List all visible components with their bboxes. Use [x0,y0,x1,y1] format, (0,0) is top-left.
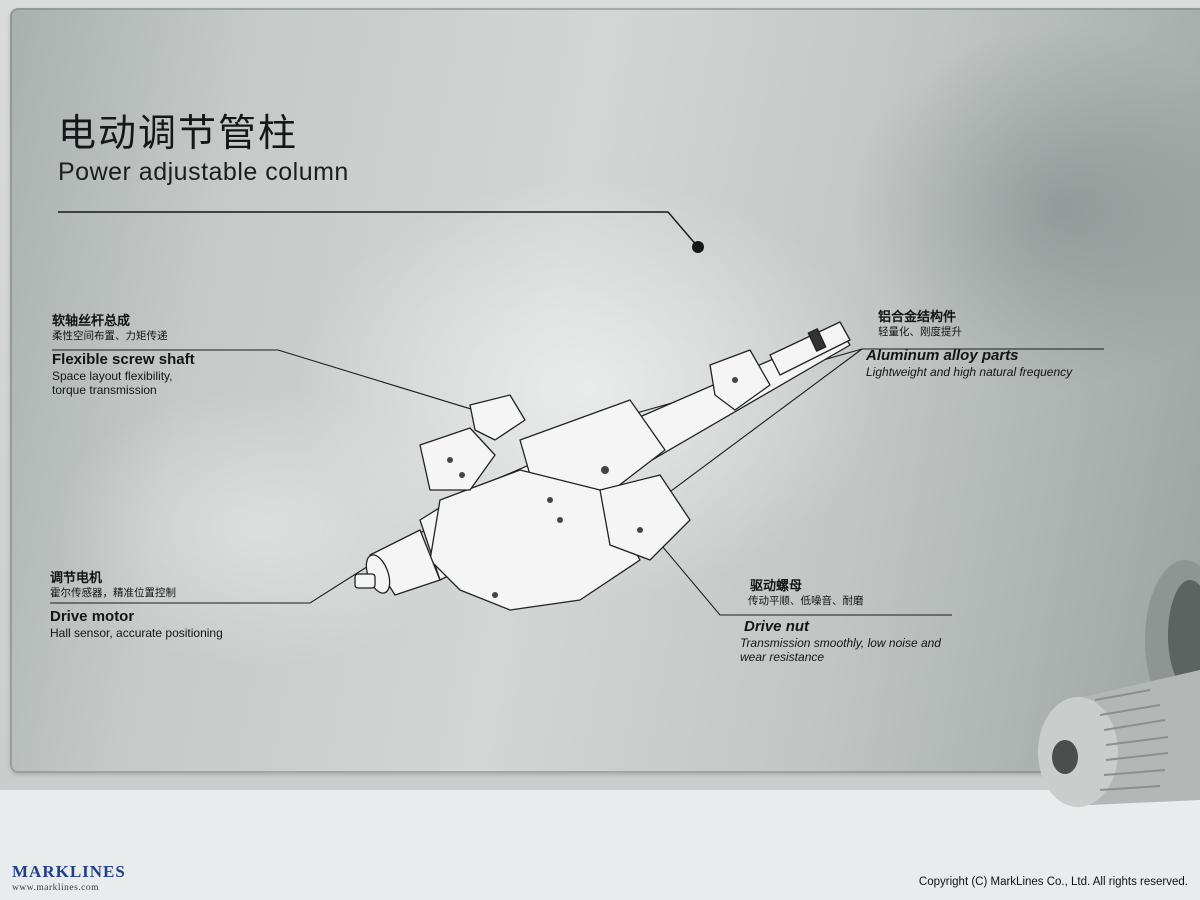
display-placard [10,8,1200,773]
drive-motor-cn-title: 调节电机 [50,570,103,585]
logo-wordmark: MARKLINES [12,862,126,881]
drive-nut-cn-title: 驱动螺母 [750,578,803,593]
logo-url: www.marklines.com [12,883,100,893]
callout-flexible-screw-shaft: 软轴丝杆总成 柔性空间布置、力矩传递 Flexible screw shaft … [52,313,195,397]
aluminum-alloy-parts-cn-title: 铝合金结构件 [878,309,957,324]
drive-motor-en-desc: Hall sensor, accurate positioning [50,626,223,640]
drive-nut-en-desc-line1: Transmission smoothly, low noise and [740,636,941,650]
flexible-screw-shaft-cn-desc: 柔性空间布置、力矩传递 [52,330,168,342]
flexible-screw-shaft-en-desc-line2: torque transmission [52,383,157,397]
title-chinese: 电动调节管柱 [58,113,299,155]
aluminum-alloy-parts-en-title: Aluminum alloy parts [866,347,1019,364]
drive-motor-cn-desc: 霍尔传感器，精准位置控制 [50,587,176,599]
drive-nut-en-desc-line2: wear resistance [740,650,825,664]
steering-column-drawing [354,321,851,611]
callout-drive-motor: 调节电机 霍尔传感器，精准位置控制 Drive motor Hall senso… [50,570,223,640]
callout-drive-nut: 驱动螺母 传动平顺、低噪音、耐磨 Drive nut Transmission … [740,578,941,664]
flexible-screw-shaft-en-desc-line1: Space layout flexibility, [52,369,173,383]
title-divider [58,211,704,253]
aluminum-alloy-parts-cn-desc: 轻量化、刚度提升 [878,326,962,338]
marklines-logo: MARKLINES www.marklines.com [12,862,152,893]
aluminum-alloy-parts-en-desc: Lightweight and high natural frequency [866,365,1073,379]
drive-motor-en-title: Drive motor [50,608,135,625]
drive-nut-en-title: Drive nut [744,618,810,635]
title-english: Power adjustable column [58,158,349,186]
flexible-screw-shaft-en-title: Flexible screw shaft [52,351,195,368]
callout-aluminum-alloy-parts: 铝合金结构件 轻量化、刚度提升 Aluminum alloy parts Lig… [866,309,1072,379]
drive-nut-cn-desc: 传动平顺、低噪音、耐磨 [748,595,864,607]
copyright-notice: Copyright (C) MarkLines Co., Ltd. All ri… [918,876,1188,888]
knurled-shaft-part [1038,560,1200,807]
flexible-screw-shaft-cn-title: 软轴丝杆总成 [52,313,131,328]
